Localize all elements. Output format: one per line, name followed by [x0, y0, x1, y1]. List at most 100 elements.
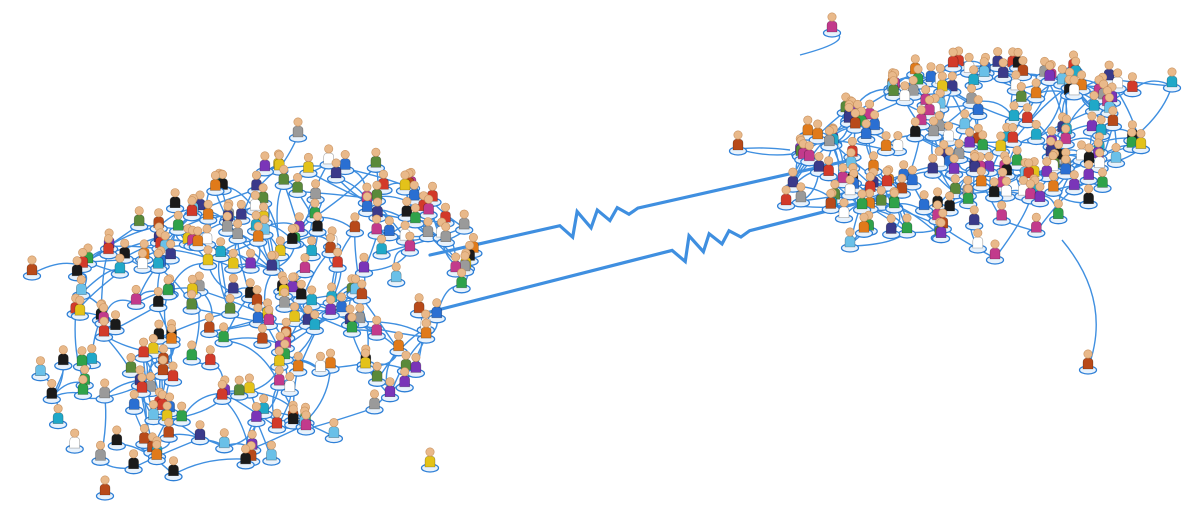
head-shape — [377, 234, 387, 244]
body-shape — [325, 303, 337, 315]
head-shape — [326, 348, 335, 358]
person-figure — [270, 150, 289, 176]
body-shape — [787, 175, 799, 188]
head-shape — [350, 212, 360, 222]
head-shape — [934, 146, 944, 156]
head-shape — [47, 379, 57, 388]
person-figure — [48, 404, 68, 430]
head-shape — [1113, 68, 1123, 78]
head-shape — [1022, 103, 1032, 113]
head-shape — [195, 420, 205, 430]
person-figure — [968, 228, 987, 254]
body-shape — [1011, 154, 1023, 166]
head-shape — [370, 389, 379, 399]
body-shape — [844, 183, 856, 196]
head-shape — [1069, 75, 1079, 85]
person-figure — [147, 440, 166, 466]
head-shape — [112, 425, 122, 435]
head-shape — [251, 210, 261, 220]
head-shape — [949, 154, 959, 164]
head-shape — [451, 252, 461, 262]
person-figure — [190, 271, 209, 297]
person-figure — [70, 295, 90, 321]
person-figure — [1123, 72, 1142, 98]
body-shape — [136, 381, 148, 393]
body-shape — [924, 103, 935, 116]
body-shape — [1082, 357, 1094, 370]
head-shape — [882, 166, 892, 176]
body-shape — [1034, 190, 1046, 202]
person-figure — [365, 389, 384, 415]
person-figure — [924, 116, 943, 142]
head-shape — [385, 377, 395, 387]
head-shape — [410, 203, 420, 213]
head-shape — [1127, 72, 1137, 82]
body-shape — [997, 66, 1009, 78]
head-shape — [139, 239, 149, 249]
body-shape — [125, 361, 137, 373]
head-shape — [372, 315, 382, 325]
head-shape — [1047, 126, 1057, 136]
body-shape — [303, 161, 314, 173]
head-shape — [924, 95, 934, 105]
head-shape — [893, 131, 903, 141]
body-shape — [410, 211, 421, 224]
head-shape — [139, 337, 149, 347]
head-shape — [326, 295, 336, 305]
head-shape — [27, 255, 37, 265]
body-shape — [202, 208, 214, 220]
head-shape — [384, 216, 394, 226]
head-shape — [781, 185, 791, 195]
body-shape — [166, 332, 177, 344]
head-shape — [1016, 82, 1026, 92]
head-shape — [424, 194, 434, 204]
head-shape — [400, 367, 410, 377]
head-shape — [296, 279, 306, 289]
head-shape — [158, 344, 168, 354]
link-line — [942, 226, 996, 259]
person-figure — [389, 331, 408, 357]
body-shape — [192, 234, 204, 247]
body-shape — [138, 345, 149, 358]
body-shape — [257, 332, 268, 344]
body-shape — [202, 253, 214, 266]
body-shape — [222, 220, 233, 232]
person-figure — [808, 119, 827, 145]
body-shape — [167, 369, 179, 382]
person-figure — [387, 262, 406, 288]
people-figures — [22, 12, 1182, 501]
head-shape — [1095, 148, 1105, 158]
head-shape — [357, 279, 367, 289]
head-shape — [164, 417, 174, 427]
body-shape — [194, 428, 206, 441]
body-shape — [95, 448, 106, 461]
head-shape — [307, 285, 317, 295]
head-shape — [865, 99, 875, 109]
head-shape — [910, 117, 920, 127]
person-figure — [822, 12, 842, 38]
person-figure — [455, 209, 474, 235]
head-shape — [1024, 158, 1034, 168]
body-shape — [944, 199, 955, 212]
head-shape — [913, 64, 923, 74]
person-figure — [1030, 182, 1050, 208]
head-shape — [1089, 91, 1099, 100]
body-shape — [995, 139, 1007, 152]
person-figure — [395, 170, 415, 196]
head-shape — [111, 310, 120, 320]
head-shape — [1127, 120, 1137, 130]
body-shape — [881, 174, 893, 187]
head-shape — [362, 192, 372, 202]
head-shape — [372, 214, 382, 224]
person-figure — [356, 348, 375, 374]
head-shape — [205, 345, 215, 355]
body-shape — [273, 373, 285, 386]
head-shape — [950, 174, 960, 184]
head-shape — [293, 117, 303, 127]
person-figure — [201, 345, 220, 371]
head-shape — [1011, 70, 1021, 80]
person-figure — [165, 188, 185, 214]
head-shape — [245, 278, 255, 288]
body-shape — [456, 276, 467, 289]
person-figure — [271, 236, 290, 262]
